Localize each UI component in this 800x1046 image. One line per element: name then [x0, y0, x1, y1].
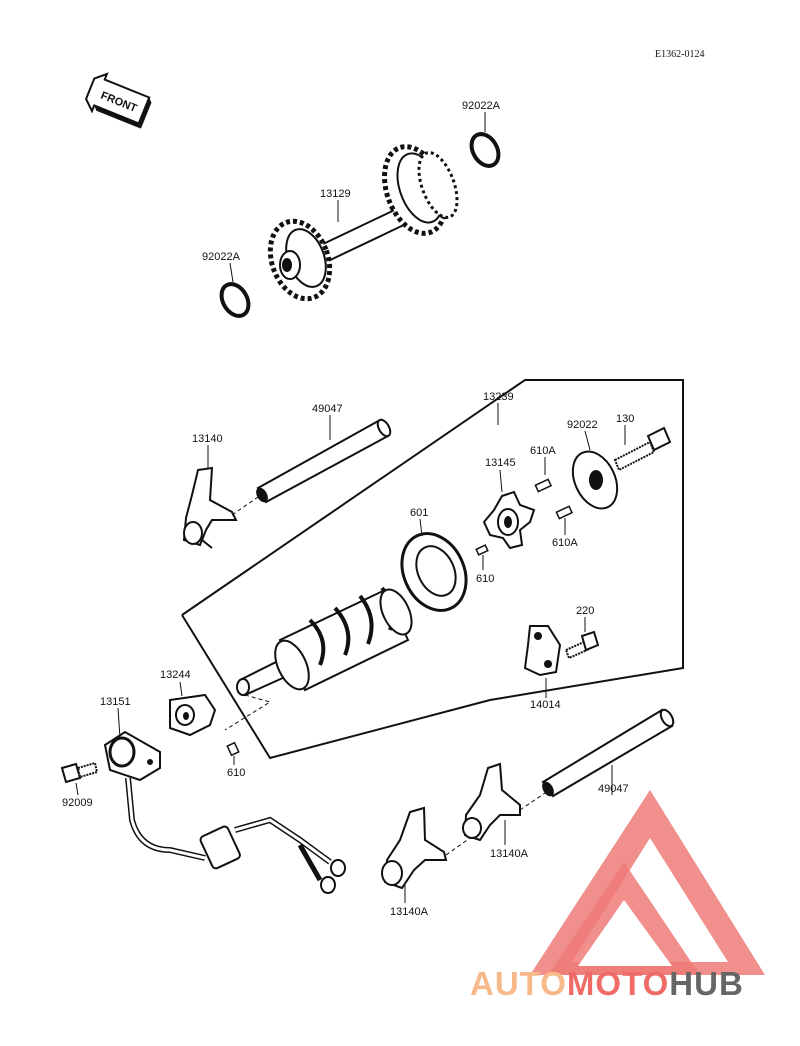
washer-92022A-left-icon — [219, 282, 251, 318]
pin-610-inner-icon — [475, 544, 489, 556]
switch-13151-icon — [103, 730, 346, 894]
label-14014: 14014 — [530, 699, 561, 711]
watermark-auto: AUTO — [470, 965, 567, 1002]
label-130: 130 — [616, 413, 634, 425]
shift-rod-49047-top-icon — [256, 418, 392, 504]
label-13239: 13239 — [483, 391, 514, 403]
watermark-hub: HUB — [669, 965, 744, 1002]
label-13129: 13129 — [320, 188, 351, 200]
pin-610-outer-icon — [226, 741, 240, 757]
label-610A-bottom: 610A — [552, 537, 578, 549]
label-610A-top: 610A — [530, 445, 556, 457]
label-610-outer: 610 — [227, 767, 245, 779]
shaft-13129-icon — [267, 144, 459, 302]
bolt-92009-icon — [60, 761, 99, 784]
label-92022A-left: 92022A — [202, 251, 241, 263]
label-610-inner: 610 — [476, 573, 494, 585]
label-601: 601 — [410, 507, 428, 519]
front-arrow-icon — [84, 72, 152, 129]
stopper-14014-icon — [523, 625, 562, 677]
watermark-logo-icon — [530, 790, 765, 975]
washer-92022-icon — [571, 450, 619, 510]
label-13140A-right: 13140A — [490, 848, 529, 860]
cam-13145-icon — [482, 490, 536, 550]
label-13145: 13145 — [485, 457, 516, 469]
label-13151: 13151 — [100, 696, 131, 708]
shift-fork-13140A-right-icon — [462, 762, 521, 842]
label-220: 220 — [576, 605, 594, 617]
bearing-601-icon — [400, 532, 468, 612]
shift-fork-13140-icon — [182, 466, 238, 549]
label-92022A-top: 92022A — [462, 100, 501, 112]
assembly-outline — [181, 379, 684, 760]
shift-rod-49047-bottom-icon — [541, 708, 675, 798]
label-13140A-left: 13140A — [390, 906, 429, 918]
shift-drum-icon — [236, 586, 413, 697]
label-13140: 13140 — [192, 433, 223, 445]
label-92022: 92022 — [567, 419, 598, 431]
watermark-text: AUTOMOTOHUB — [470, 965, 744, 1002]
label-49047-top: 49047 — [312, 403, 343, 415]
bolt-130-icon — [613, 426, 672, 472]
pin-610A-bottom-icon — [555, 505, 574, 520]
label-92009: 92009 — [62, 797, 93, 809]
bolt-220-icon — [564, 630, 600, 660]
washer-92022A-top-icon — [469, 132, 501, 168]
shift-fork-13140A-left-icon — [381, 806, 448, 890]
label-13244: 13244 — [160, 669, 191, 681]
label-49047-bottom: 49047 — [598, 783, 629, 795]
part-13244-icon — [169, 693, 217, 737]
watermark-moto: MOTO — [567, 965, 669, 1002]
pin-610A-top-icon — [534, 478, 553, 493]
diagram-code: E1362-0124 — [655, 49, 704, 60]
